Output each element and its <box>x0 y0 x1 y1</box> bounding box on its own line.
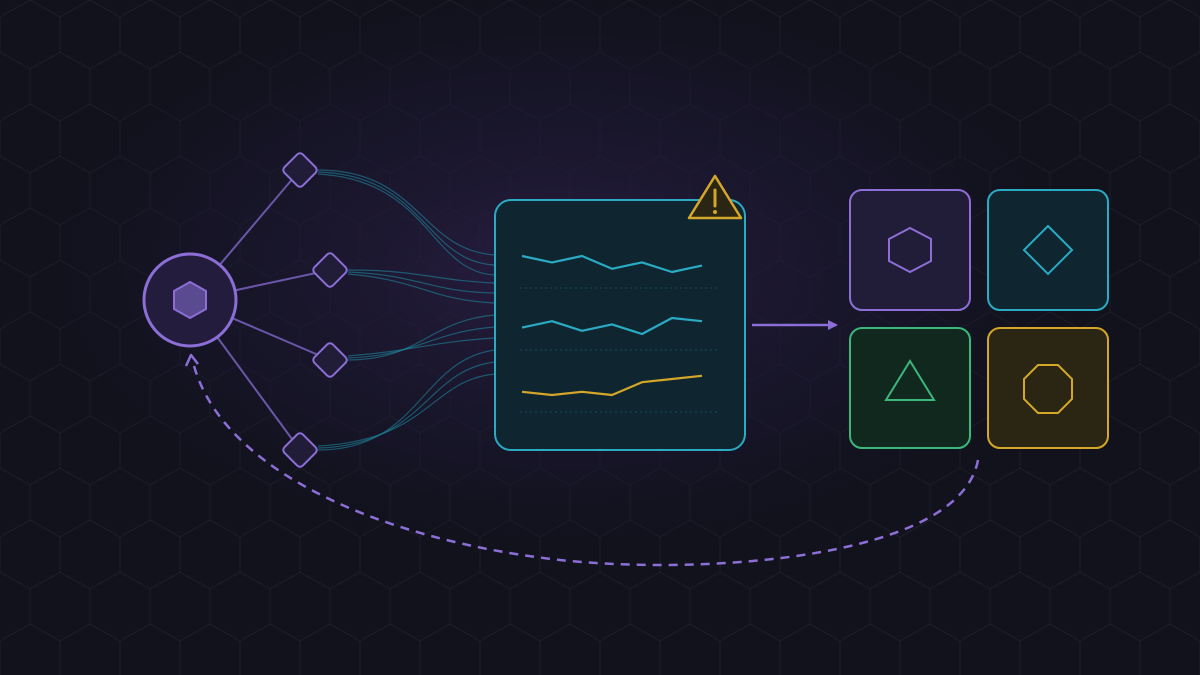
hexagon-icon <box>888 226 932 274</box>
diamond-icon <box>1022 224 1074 276</box>
warning-triangle-icon[interactable] <box>687 174 743 220</box>
triangle-icon <box>884 359 936 401</box>
sparkline-series <box>521 316 703 336</box>
diamond-icon <box>312 342 348 378</box>
satellite-node[interactable] <box>282 432 319 469</box>
octagon-icon <box>1023 364 1073 414</box>
output-tile-hexagon[interactable] <box>849 189 971 311</box>
sparkline-series <box>521 374 703 397</box>
output-tile-diamond[interactable] <box>987 189 1109 311</box>
dashed-return-arrow <box>191 361 980 567</box>
satellite-node[interactable] <box>312 342 349 379</box>
diamond-icon <box>282 152 318 188</box>
hexagon-icon <box>173 280 207 320</box>
output-tile-octagon[interactable] <box>987 327 1109 449</box>
diamond-icon <box>312 252 348 288</box>
satellite-node[interactable] <box>282 152 319 189</box>
output-tile-triangle[interactable] <box>849 327 971 449</box>
panel-sparklines <box>521 254 703 397</box>
sparkline-series <box>521 254 703 274</box>
diamond-icon <box>282 432 318 468</box>
hub-node[interactable] <box>142 252 238 348</box>
monitor-panel[interactable] <box>494 199 746 451</box>
return-arrow-head <box>184 353 199 367</box>
data-flow-strands <box>317 169 496 451</box>
satellite-node[interactable] <box>312 252 349 289</box>
